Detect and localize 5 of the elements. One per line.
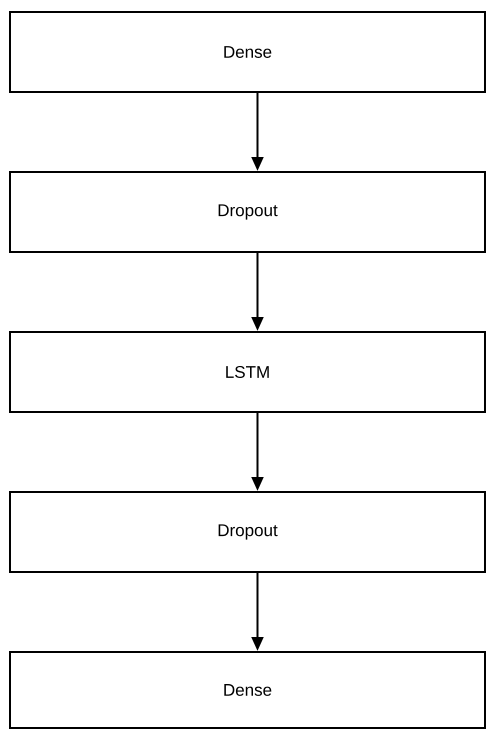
layer-box: Dense [9,651,486,729]
layer-box: LSTM [9,331,486,413]
layer-box: Dropout [9,171,486,253]
layer-box: Dropout [9,491,486,573]
layer-box: Dense [9,11,486,93]
